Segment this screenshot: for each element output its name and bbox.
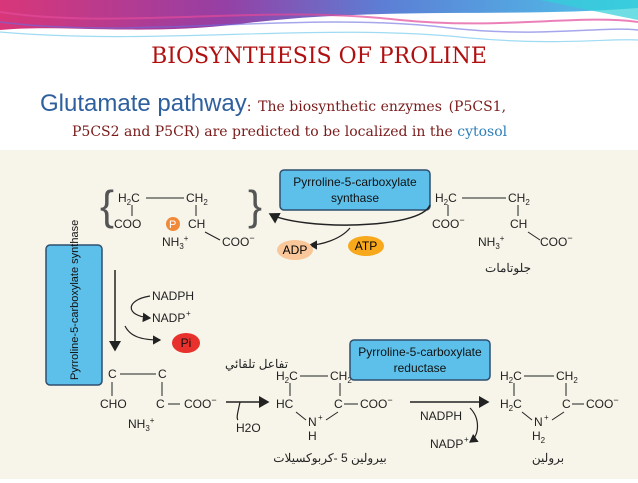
svg-text:H2C: H2C [500,369,522,385]
pi-badge: Pi [172,333,200,353]
subtitle-line-1: Glutamate pathway: The biosynthetic enzy… [40,90,506,118]
p5cr-label: Pyrroline-5-carboxylate [358,345,482,359]
glutamyl-phosphate-structure: { } H2C CH2 COO P CH NH3+ COO− [100,182,262,251]
nadp-2-label: NADP [430,437,463,451]
svg-text:CH: CH [510,217,527,231]
nadp-1-plus: + [186,309,191,318]
p5cr-label-2: reductase [394,361,447,375]
arabic-spontaneous-label: تفاعل تلقائي [225,357,288,371]
pi-arrow [124,325,162,345]
nadph-2-label: NADPH [420,409,462,423]
header-banner [0,0,638,60]
p5cr-enzyme: Pyrroline-5-carboxylate reductase [349,339,491,381]
svg-text:NH3+: NH3+ [478,234,505,251]
svg-text:COO−: COO− [184,395,217,411]
p5cs-side-enzyme: Pyrroline-5-carboxylate synthase [45,220,103,386]
svg-text:HC: HC [276,397,294,411]
atp-label: ATP [355,239,377,253]
water-label: H2O [236,421,261,435]
svg-text:NH3+: NH3+ [162,234,189,251]
note-prefix: The biosynthetic enzymes [258,99,442,115]
proline-structure: H2C CH2 H2C C N + H2 COO− [500,369,619,445]
p5cs-top-label: Pyrroline-5-carboxylate [293,175,417,189]
atp-adp-arrow [308,227,351,250]
svg-text:CH2: CH2 [330,369,352,385]
svg-text:COO−: COO− [586,395,619,411]
svg-text:H2C: H2C [435,191,457,207]
svg-text:C: C [562,397,571,411]
p5c-structure: H2C CH2 HC C N + H COO− [276,369,393,443]
svg-text:CHO: CHO [100,397,127,411]
p5cs-side-label: Pyrroline-5-carboxylate synthase [69,220,81,380]
svg-text:H: H [308,429,317,443]
left-brace: { [100,182,114,229]
svg-text:N: N [308,415,317,429]
svg-text:COO: COO [114,217,141,231]
nadp-1-label: NADP [152,311,185,325]
adp-label: ADP [283,243,308,257]
svg-text:NH3+: NH3+ [128,416,155,433]
nadph-2-arrow [469,407,479,443]
svg-text:CH2: CH2 [556,369,578,385]
water-arrow [236,401,241,421]
nadph-1-label: NADPH [152,289,194,303]
note-line-2: P5CS2 and P5CR) are predicted to be loca… [72,124,453,140]
arabic-glutamate-label: جلوتامات [485,261,531,275]
atp-badge: ATP [348,236,384,256]
arabic-proline-label: برولين [532,451,564,465]
svg-text:H2C: H2C [118,191,140,207]
svg-text:COO−: COO− [432,215,465,231]
note-location: cytosol [457,124,508,140]
colon: : [246,99,252,115]
svg-text:CH2: CH2 [508,191,530,207]
arabic-p5c-label: بيرولين 5 -كربوكسيلات [273,451,387,465]
svg-text:+: + [544,413,549,422]
glutamate-semialdehyde-structure: C C CHO C NH3+ COO− [100,367,217,433]
nadph-arrow [130,295,152,323]
p5cs-top-enzyme: Pyrroline-5-carboxylate synthase [279,169,431,211]
svg-text:+: + [318,413,323,422]
slide-title: BIOSYNTHESIS OF PROLINE [151,44,487,69]
svg-text:CH: CH [188,217,205,231]
svg-text:H2C: H2C [276,369,298,385]
p5cs-top-label-2: synthase [331,191,379,205]
diagram-panel: { } H2C CH2 COO P CH NH3+ COO− Pyrroline… [0,150,638,479]
svg-text:C: C [158,367,167,381]
adp-badge: ADP [277,240,313,260]
svg-text:COO−: COO− [540,233,573,249]
glutamate-structure: H2C CH2 COO− CH NH3+ COO− جلوتامات [432,191,573,275]
right-brace: } [248,182,262,229]
pathway-name: Glutamate pathway [40,90,247,117]
svg-text:P: P [169,219,176,231]
svg-text:CH2: CH2 [186,191,208,207]
nadp-2-plus: + [464,435,469,444]
proline-pathway-diagram: { } H2C CH2 COO P CH NH3+ COO− Pyrroline… [45,169,619,465]
top-reaction-arrow [268,204,431,226]
note-enzymes-open: (P5CS1, [448,99,507,115]
subtitle-line-2: P5CS2 and P5CR) are predicted to be loca… [72,124,507,140]
svg-text:C: C [108,367,117,381]
svg-text:C: C [334,397,343,411]
svg-text:COO−: COO− [222,233,255,249]
svg-text:H2: H2 [532,429,546,445]
pi-label: Pi [181,336,192,350]
phosphate-circle [166,217,180,231]
svg-text:COO−: COO− [360,395,393,411]
svg-text:N: N [534,415,543,429]
svg-text:C: C [156,397,165,411]
svg-text:H2C: H2C [500,397,522,413]
